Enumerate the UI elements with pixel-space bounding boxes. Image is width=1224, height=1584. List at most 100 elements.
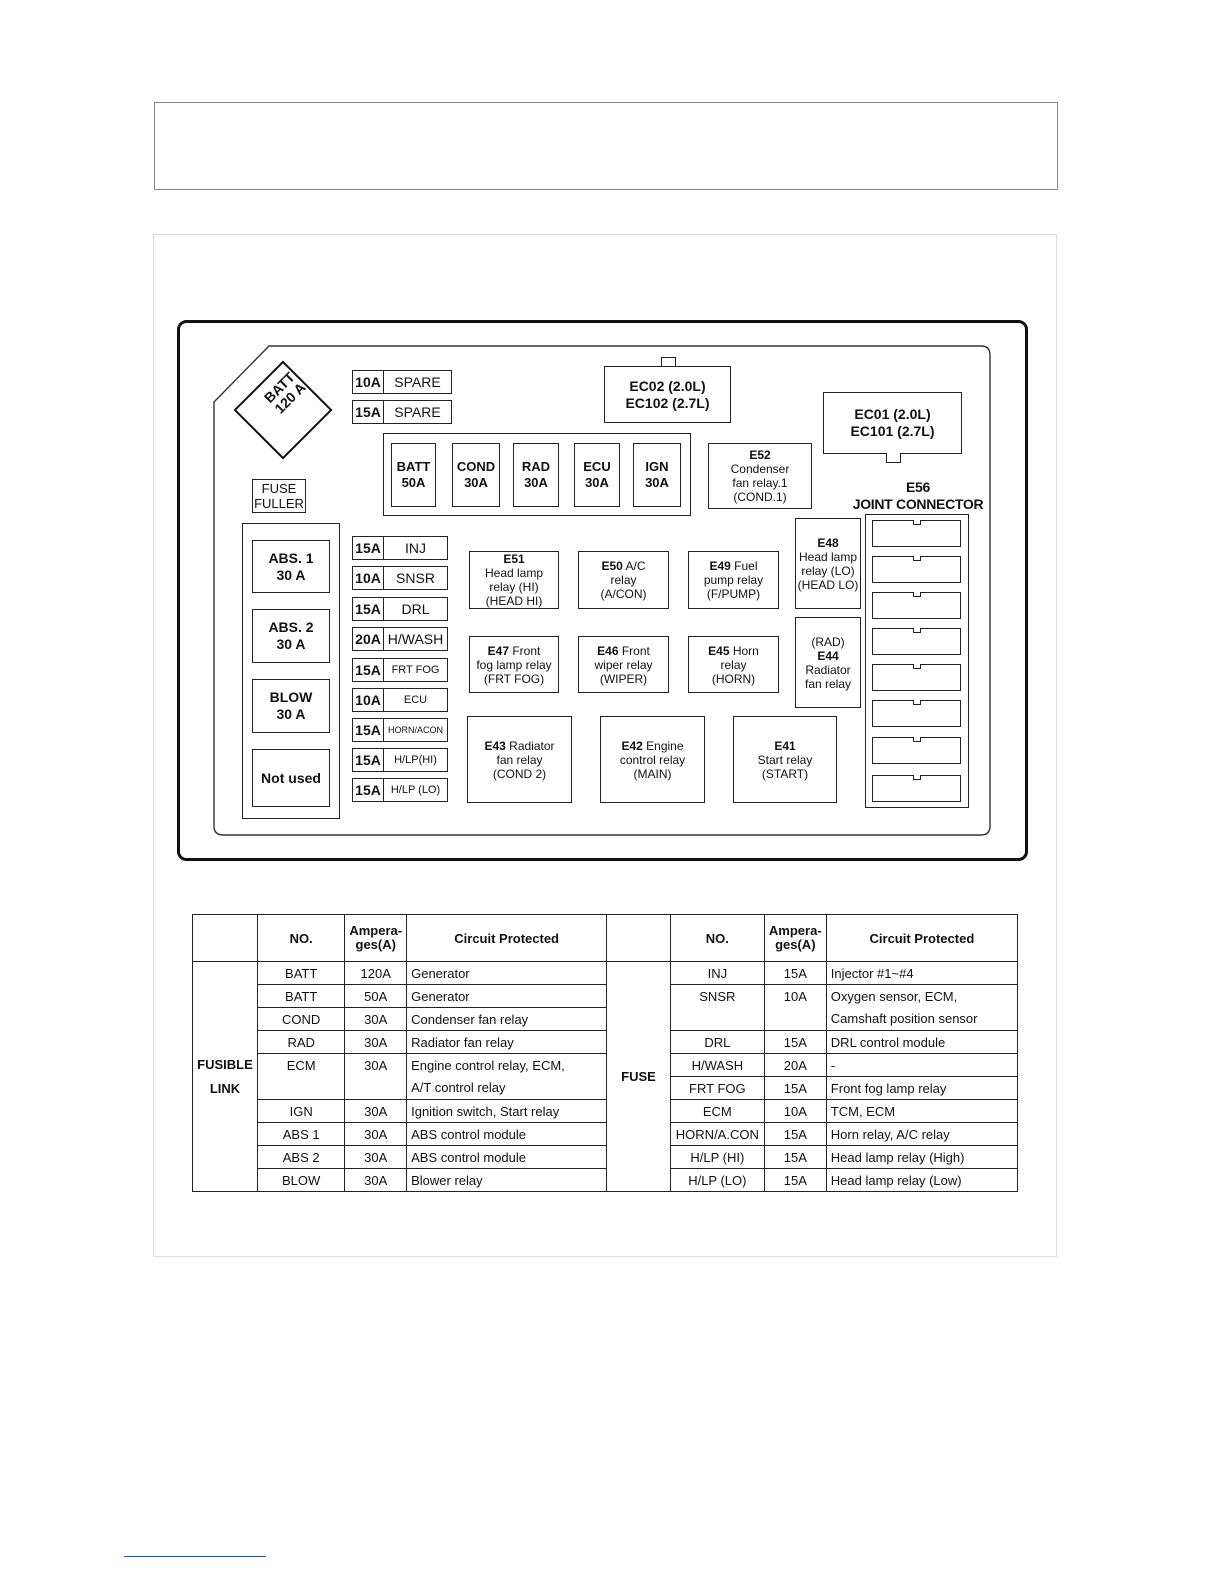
relay-e47: E47 Front fog lamp relay (FRT FOG)	[469, 636, 559, 693]
link-abs2: ABS. 2 30 A	[252, 609, 330, 663]
fuse-amp: 10A	[352, 566, 384, 590]
relay-e42: E42 Engine control relay (MAIN)	[600, 716, 705, 803]
header-amperages: Ampera- ges(A)	[344, 914, 408, 962]
cell-amp: 10A	[763, 984, 827, 1031]
relay-code: E44	[817, 648, 839, 663]
footer-link-underline[interactable]	[124, 1556, 266, 1557]
header-circuit: Circuit Protected	[825, 914, 1019, 962]
fuse-amp: 15A	[352, 400, 384, 424]
header-no: NO.	[669, 914, 765, 962]
fuse-name: H/WASH	[384, 627, 448, 651]
cell-no: BATT	[256, 984, 346, 1008]
fuse-name: SPARE	[384, 400, 452, 424]
cell-circuit: Head lamp relay (High)	[825, 1145, 1019, 1169]
e56-joint-connector	[865, 514, 969, 808]
table-row: ABS 1 30A ABS control module HORN/A.CON …	[193, 1122, 1019, 1146]
relay-label: E47 Front fog lamp relay (FRT FOG)	[476, 644, 551, 686]
fuse-name: H/LP (LO)	[384, 778, 448, 802]
cell-circuit: Head lamp relay (Low)	[825, 1168, 1019, 1192]
cell-circuit: Injector #1~#4	[825, 961, 1019, 985]
relay-label: E49 Fuel pump relay (F/PUMP)	[704, 559, 763, 601]
cell-no: RAD	[256, 1030, 346, 1054]
relay-code: E50	[601, 559, 623, 573]
cell-amp: 10A	[763, 1099, 827, 1123]
table-row: RAD 30A Radiator fan relay DRL 15A DRL c…	[193, 1030, 1019, 1054]
cell-circuit: DRL control module	[825, 1030, 1019, 1054]
cell-amp: 30A	[344, 1168, 408, 1192]
relay-text: Head lamp relay (HI) (HEAD HI)	[484, 566, 544, 608]
relay-code: E45	[708, 643, 730, 658]
cell-amp: 20A	[763, 1053, 827, 1077]
relay-text: Head lamp relay (LO) (HEAD LO)	[797, 549, 859, 592]
cell-amp: 15A	[763, 1030, 827, 1054]
relay-text: Front wiper relay (WIPER)	[594, 643, 653, 686]
header-circuit: Circuit Protected	[406, 914, 608, 962]
cell-circuit: Condenser fan relay	[406, 1007, 608, 1031]
ec01-connector: EC01 (2.0L) EC101 (2.7L)	[823, 392, 962, 454]
fusible-link-group: FUSIBLE LINK	[192, 961, 258, 1192]
fuse-amp: 10A	[352, 370, 384, 394]
relay-e45: E45 Horn relay (HORN)	[688, 636, 779, 693]
relay-code: E49	[709, 559, 731, 573]
cell-circuit: Generator	[406, 984, 608, 1008]
relay-text: Radiator fan relay	[804, 662, 852, 691]
spare-fuse-15a: 15A SPARE	[352, 400, 452, 424]
fuse-frt-fog: 15A FRT FOG	[352, 658, 448, 682]
header-blank	[606, 914, 671, 962]
cell-no: ABS 1	[256, 1122, 346, 1146]
relay-text: Fuel pump relay (F/PUMP)	[703, 559, 764, 601]
cell-no: BATT	[256, 961, 346, 985]
relay-text: Front fog lamp relay (FRT FOG)	[476, 643, 552, 686]
relay-e49: E49 Fuel pump relay (F/PUMP)	[688, 551, 779, 609]
relay-label: E45 Horn relay (HORN)	[708, 644, 759, 686]
fuse-puller: FUSE FULLER	[252, 479, 306, 513]
fuse-name: ECU	[384, 688, 448, 712]
cell-circuit: ABS control module	[406, 1122, 608, 1146]
cell-amp: 15A	[763, 1076, 827, 1100]
link-blow: BLOW 30 A	[252, 679, 330, 733]
relay-code: E52	[749, 448, 771, 462]
table-row: BLOW 30A Blower relay H/LP (LO) 15A Head…	[193, 1168, 1019, 1192]
fuse-amp: 10A	[352, 688, 384, 712]
relay-e41: E41 Start relay (START)	[733, 716, 837, 803]
cell-circuit: Horn relay, A/C relay	[825, 1122, 1019, 1146]
cell-no: ECM	[256, 1053, 346, 1100]
fuse-snsr: 10A SNSR	[352, 566, 448, 590]
fuse-name: H/LP(HI)	[384, 748, 448, 772]
joint-connector-slot	[872, 737, 961, 764]
fusible-link-row	[383, 433, 691, 516]
relay-code: E48	[817, 535, 839, 550]
cell-no: H/WASH	[669, 1053, 765, 1077]
cell-amp: 30A	[344, 1053, 408, 1100]
cell-amp: 30A	[344, 1145, 408, 1169]
relay-e52: E52 Condenser fan relay.1 (COND.1)	[708, 443, 812, 509]
cell-amp: 120A	[344, 961, 408, 985]
fuse-name: DRL	[384, 597, 448, 621]
link-batt-50a: BATT 50A	[391, 443, 436, 507]
cell-amp: 15A	[763, 1145, 827, 1169]
cell-no: ECM	[669, 1099, 765, 1123]
table-row: A/T control relay FRT FOG 15A Front fog …	[193, 1076, 1019, 1100]
cell-amp: 30A	[344, 1099, 408, 1123]
fuse-amp: 20A	[352, 627, 384, 651]
cell-circuit: Front fog lamp relay	[825, 1076, 1019, 1100]
fuse-name: INJ	[384, 536, 448, 560]
relay-label: E46 Front wiper relay (WIPER)	[594, 644, 652, 686]
relay-text: Start relay (START)	[757, 752, 813, 781]
relay-code: E46	[597, 643, 619, 658]
table-row: COND 30A Condenser fan relay Camshaft po…	[193, 1007, 1019, 1031]
e56-title: E56 JOINT CONNECTOR	[852, 479, 984, 512]
figure-panel	[153, 234, 1057, 1257]
fuse-name: SPARE	[384, 370, 452, 394]
link-ign-30a: IGN 30A	[633, 443, 681, 507]
relay-text: Horn relay (HORN)	[711, 643, 759, 686]
cell-circuit: Generator	[406, 961, 608, 985]
cell-no: FRT FOG	[669, 1076, 765, 1100]
cell-no: ABS 2	[256, 1145, 346, 1169]
link-ecu-30a: ECU 30A	[574, 443, 620, 507]
fuse-amp: 15A	[352, 718, 384, 742]
fuse-amp: 15A	[352, 658, 384, 682]
relay-code: E43	[484, 738, 506, 753]
relay-e44: (RAD) E44 Radiator fan relay	[795, 617, 861, 708]
table-row: IGN 30A Ignition switch, Start relay ECM…	[193, 1099, 1019, 1123]
